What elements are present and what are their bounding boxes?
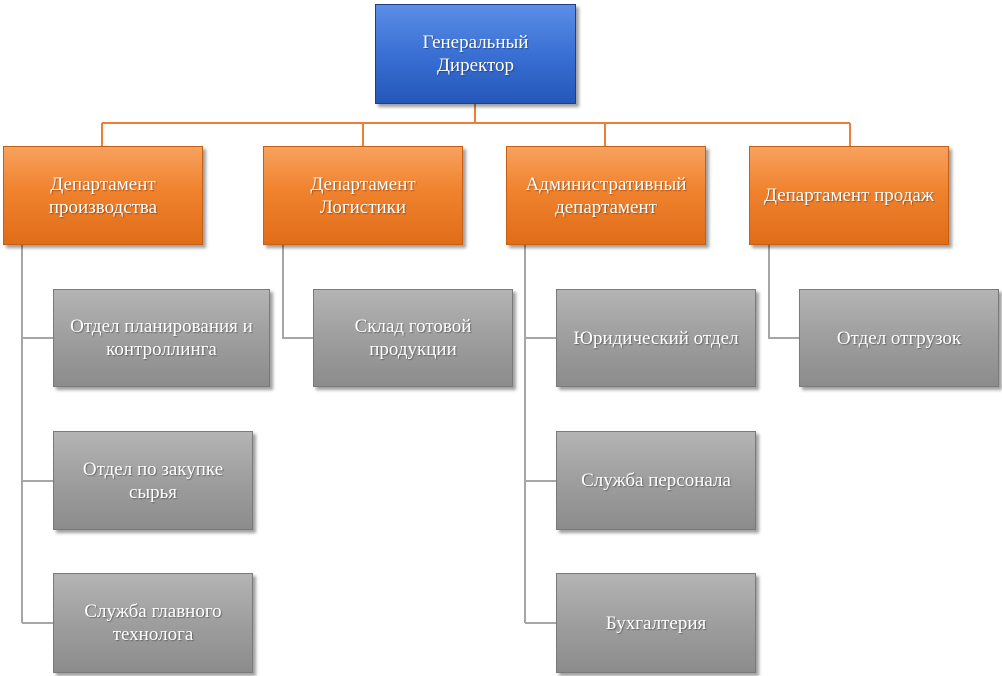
unit-shipping-label: Отдел отгрузок	[836, 327, 962, 349]
dept-production-label: Департамент производства	[48, 173, 158, 218]
unit-warehouse-box[interactable]: Склад готовой продукции	[313, 289, 513, 387]
unit-chief-technologist-box[interactable]: Служба главного технолога	[53, 573, 253, 673]
unit-hr-label: Служба персонала	[581, 470, 731, 491]
unit-warehouse-label: Склад готовой продукции	[354, 316, 472, 360]
unit-chief-technologist-label: Служба главного технолога	[84, 601, 222, 645]
dept-sales-box[interactable]: Департамент продаж	[749, 146, 949, 245]
general-director-label: Генеральный Директор	[422, 32, 529, 76]
sales-connector	[768, 245, 799, 339]
admin-connector	[524, 245, 556, 624]
dept-administrative-box[interactable]: Административный департамент	[506, 146, 706, 245]
unit-hr-box[interactable]: Служба персонала	[556, 431, 756, 530]
unit-raw-purchasing-box[interactable]: Отдел по закупке сырья	[53, 431, 253, 530]
dept-production-box[interactable]: Департамент производства	[3, 146, 203, 245]
unit-legal-box[interactable]: Юридический отдел	[556, 289, 756, 387]
logistics-connector	[282, 245, 313, 339]
unit-planning-controlling-label: Отдел планирования и контроллинга	[70, 316, 253, 360]
production-connector	[21, 245, 53, 624]
unit-accounting-box[interactable]: Бухгалтерия	[556, 573, 756, 673]
dept-logistics-box[interactable]: Департамент Логистики	[263, 146, 463, 245]
unit-shipping-box[interactable]: Отдел отгрузок	[799, 289, 999, 387]
general-director-box[interactable]: Генеральный Директор	[375, 4, 576, 104]
unit-raw-purchasing-label: Отдел по закупке сырья	[82, 458, 224, 503]
dept-logistics-label: Департамент Логистики	[310, 173, 416, 218]
unit-legal-label: Юридический отдел	[573, 327, 739, 349]
unit-planning-controlling-box[interactable]: Отдел планирования и контроллинга	[53, 289, 270, 387]
dept-administrative-label: Административный департамент	[525, 173, 687, 218]
dept-sales-label: Департамент продаж	[764, 185, 934, 206]
ceo-connector	[101, 104, 851, 146]
unit-accounting-label: Бухгалтерия	[605, 612, 707, 634]
